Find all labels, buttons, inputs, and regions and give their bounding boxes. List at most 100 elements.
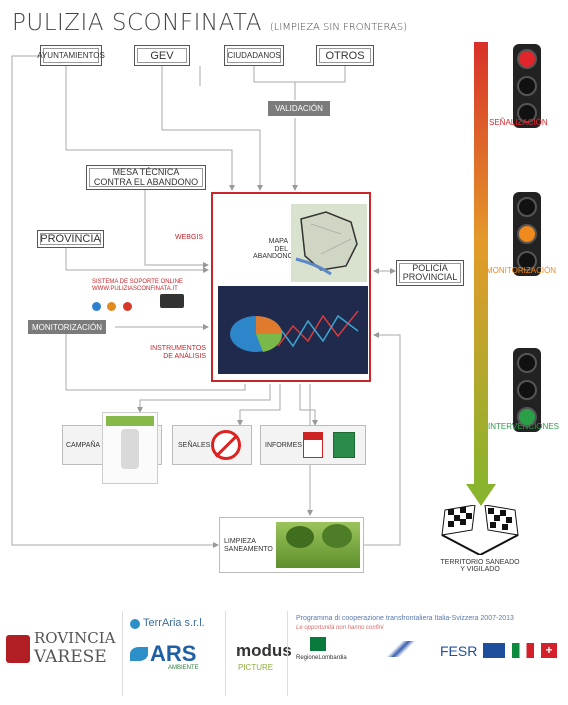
campaign-poster bbox=[102, 412, 158, 484]
ars-logo: ARS bbox=[150, 641, 197, 666]
swiss-flag-icon: + bbox=[541, 643, 557, 658]
mesa-line-1: MESA TÉCNICA bbox=[112, 166, 180, 177]
prohibition-bar bbox=[214, 434, 239, 458]
progress-gradient-bar bbox=[474, 42, 488, 487]
bulb-bottom bbox=[517, 103, 537, 123]
senales-label: SEÑALES bbox=[178, 442, 211, 449]
ie-icon bbox=[92, 302, 101, 311]
label-monitorizacion: MONITORIZACIÓN bbox=[486, 266, 557, 275]
sistema-line-2: WWW.PULIZIASCONFINATA.IT bbox=[92, 285, 178, 292]
bottle-icon bbox=[121, 429, 139, 469]
policia-line-1: POLICÍA bbox=[412, 262, 448, 273]
pdf-band bbox=[304, 433, 322, 440]
box-gev: GEV bbox=[134, 45, 190, 66]
traffic-light-monitorizacion bbox=[513, 192, 541, 276]
box-ciudadanos: CIUDADANOS bbox=[224, 45, 284, 66]
tag-validacion: VALIDACIÓN bbox=[268, 101, 330, 116]
label-intervenciones: INTERVENCIONES bbox=[488, 422, 559, 431]
programma-text: Programma di cooperazione transfrontalie… bbox=[296, 615, 514, 622]
modus-sub: PICTURE bbox=[238, 663, 274, 672]
bulb-red bbox=[517, 49, 537, 69]
limpieza-label: LIMPIEZA SANEAMENTO bbox=[224, 538, 273, 553]
page-title: PULIZIA SCONFINATA (LIMPIEZA SIN FRONTER… bbox=[12, 10, 407, 36]
box-provincia: PROVINCIA bbox=[37, 230, 104, 248]
opportunita-text: Le opportunità non hanno confini bbox=[296, 625, 384, 631]
browser-icons bbox=[92, 298, 132, 316]
eu-flag-icon bbox=[483, 643, 505, 658]
bulb-orange bbox=[517, 224, 537, 244]
map-drawing bbox=[291, 204, 367, 282]
mapa-label: MAPA DEL ABANDONO bbox=[253, 238, 294, 261]
arrow-head-icon bbox=[466, 484, 496, 506]
sistema-line-1: SISTEMA DE SOPORTE ONLINE bbox=[92, 279, 183, 285]
traffic-light-intervenciones bbox=[513, 348, 541, 432]
instrumentos-label: INSTRUMENTOS DE ANÁLISIS bbox=[148, 345, 206, 360]
fesr-text: FESR bbox=[440, 643, 478, 659]
pdf-icon bbox=[303, 432, 323, 458]
traffic-light-senalizacion bbox=[513, 44, 541, 128]
box-policia: POLICÍA PROVINCIAL bbox=[396, 260, 464, 286]
mapa-line-1: MAPA bbox=[268, 238, 288, 245]
box-ayuntamientos: AYUNTAMIENTOS bbox=[37, 45, 105, 66]
ars-sub: AMBIENTE bbox=[168, 665, 199, 671]
lombardia-icon bbox=[310, 637, 326, 651]
divider bbox=[122, 611, 123, 696]
instrumentos-line-2: DE ANÁLISIS bbox=[163, 352, 206, 360]
instrumentos-line-1: INSTRUMENTOS bbox=[150, 345, 206, 352]
provincia-logo: ROVINCIA VARESE bbox=[34, 629, 115, 667]
bulb-bottom bbox=[517, 251, 537, 271]
title-text: PULIZIA SCONFINATA bbox=[12, 10, 263, 36]
chart-image bbox=[218, 286, 368, 374]
chrome-icon bbox=[122, 302, 132, 311]
map-image bbox=[291, 204, 367, 282]
output-senales: SEÑALES bbox=[172, 425, 252, 465]
provincia-logo-line-2: VARESE bbox=[34, 647, 107, 667]
provincia-crest-icon bbox=[6, 635, 30, 663]
mesa-line-2: CONTRA EL ABANDONO bbox=[93, 176, 199, 187]
no-littering-icon bbox=[211, 430, 241, 460]
bulb-top bbox=[517, 353, 537, 373]
divider bbox=[225, 611, 226, 696]
box-limpieza: LIMPIEZA SANEAMENTO bbox=[219, 517, 364, 573]
italy-flag-icon bbox=[512, 643, 534, 658]
box-otros: OTROS bbox=[316, 45, 374, 66]
tag-monitorizacion: MONITORIZACIÓN bbox=[28, 320, 106, 334]
bulb-middle bbox=[517, 76, 537, 96]
bulb-green bbox=[517, 407, 537, 427]
tablet-icon bbox=[160, 294, 184, 308]
provincia-logo-line-1: ROVINCIA bbox=[34, 629, 116, 647]
informes-label: INFORMES bbox=[265, 442, 302, 449]
terraria-logo: TerrAria s.r.l. bbox=[143, 617, 205, 629]
firefox-icon bbox=[107, 302, 117, 311]
park-image bbox=[276, 522, 360, 568]
box-mesa-tecnica: MESA TÉCNICA CONTRA EL ABANDONO bbox=[86, 165, 206, 190]
webgis-label: WEBGIS bbox=[175, 234, 204, 241]
analytics-drawing bbox=[218, 286, 368, 374]
territorio-line-2: Y VIGILADO bbox=[460, 566, 500, 573]
regione-text: RegioneLombardia bbox=[296, 655, 347, 661]
terraria-icon bbox=[130, 619, 140, 629]
subtitle-text: (LIMPIEZA SIN FRONTERAS) bbox=[269, 22, 408, 33]
tree-1 bbox=[286, 526, 314, 548]
territorio-label: TERRITORIO SANEADO Y VIGILADO bbox=[430, 559, 530, 573]
footer-logos: ROVINCIA VARESE TerrAria s.r.l. ARS AMBI… bbox=[0, 605, 568, 705]
poster-header bbox=[106, 416, 154, 426]
mapa-line-2: DEL ABANDONO bbox=[253, 245, 294, 261]
policia-line-2: PROVINCIAL bbox=[402, 272, 458, 282]
label-senalizacion: SEÑALIZACIÓN bbox=[489, 118, 548, 127]
limpieza-line-2: SANEAMENTO bbox=[224, 545, 273, 553]
output-informes: INFORMES bbox=[260, 425, 366, 465]
bulb-middle bbox=[517, 380, 537, 400]
sistema-text: SISTEMA DE SOPORTE ONLINE WWW.PULIZIASCO… bbox=[92, 279, 183, 292]
ars-icon bbox=[130, 647, 148, 661]
divider bbox=[287, 611, 288, 696]
limpieza-line-1: LIMPIEZA bbox=[224, 538, 256, 545]
territorio-line-1: TERRITORIO SANEADO bbox=[440, 559, 520, 566]
bulb-top bbox=[517, 197, 537, 217]
checkered-flags-icon bbox=[441, 505, 519, 555]
campana-label: CAMPAÑA bbox=[66, 442, 101, 449]
central-system-box: MAPA DEL ABANDONO bbox=[211, 192, 371, 382]
excel-icon bbox=[333, 432, 355, 458]
tree-2 bbox=[322, 524, 352, 548]
modus-logo: modus bbox=[236, 641, 292, 660]
